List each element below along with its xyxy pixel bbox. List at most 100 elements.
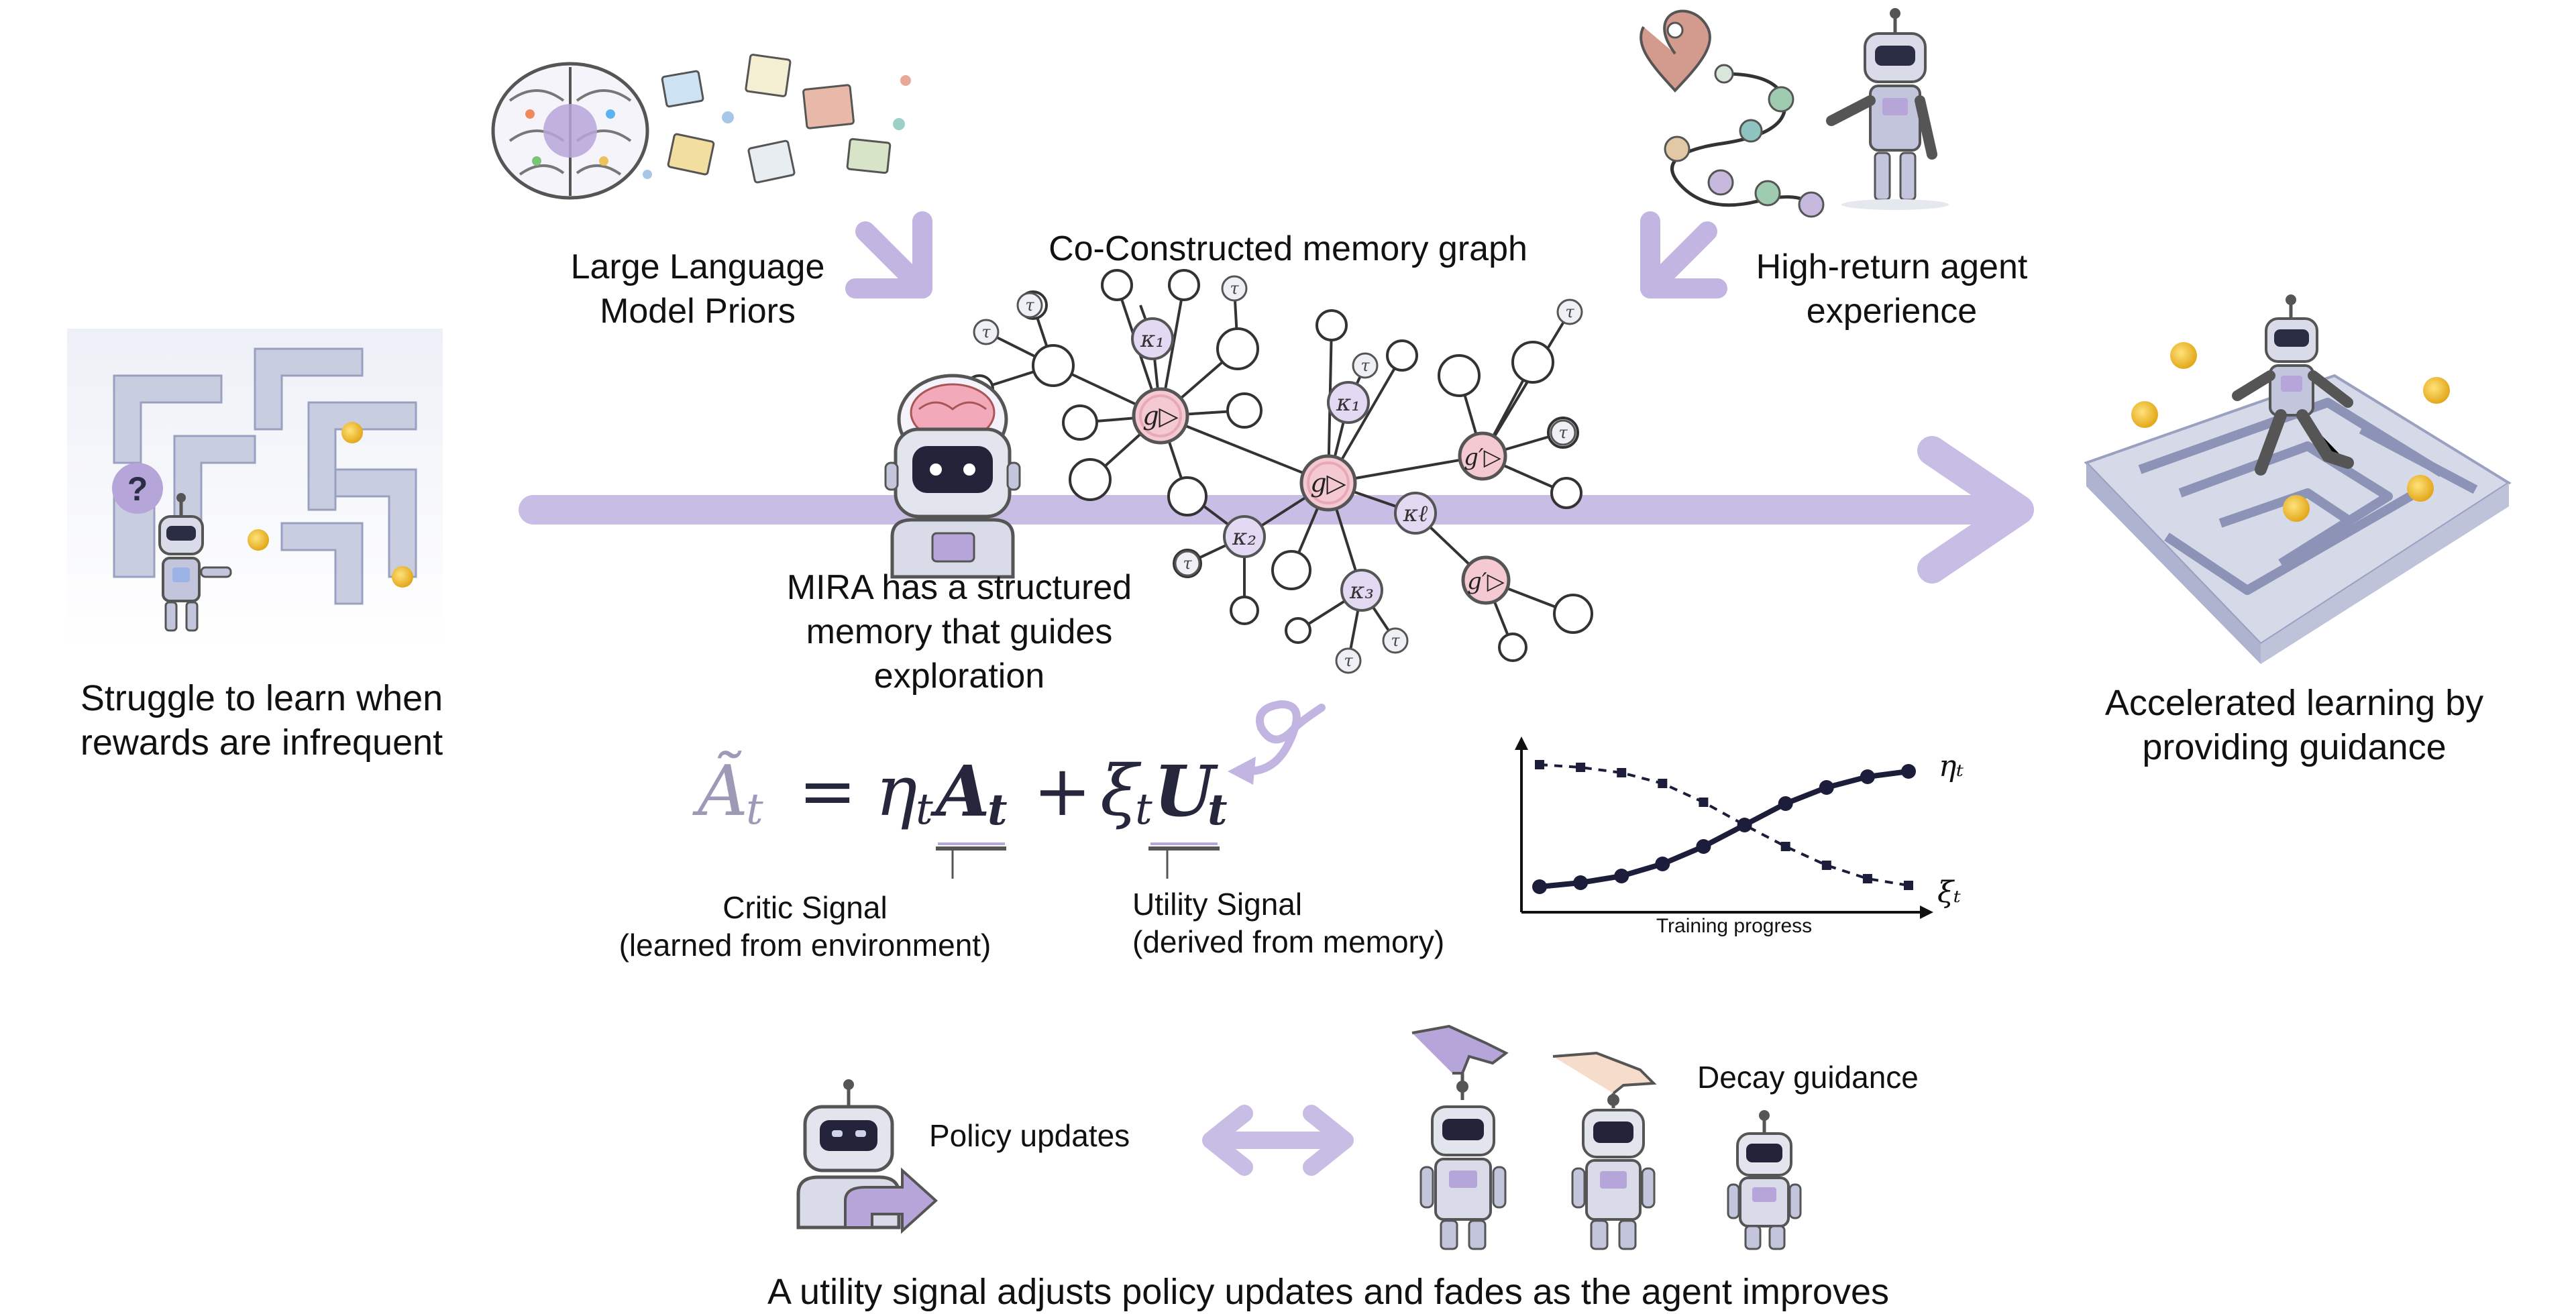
chart-legend-xi: ξₜ — [1937, 875, 1961, 910]
arrow-icon — [844, 1167, 938, 1234]
utility-line1: Utility Signal — [1132, 887, 1303, 922]
agent-experience-illustration — [1640, 8, 1949, 218]
left-maze-illustration: ? — [67, 329, 443, 651]
tau-label: τ — [1183, 554, 1192, 573]
llm-to-graph-arrow — [845, 211, 932, 298]
mira-description: MIRA has a structured memory that guides… — [745, 565, 1174, 698]
chart-legend-eta: ηₜ — [1939, 749, 1964, 783]
series-line-eta — [1539, 769, 1909, 889]
critic-line1: Critic Signal — [722, 890, 888, 925]
policy-robot-icon — [796, 1079, 938, 1234]
tau-label: τ — [1565, 303, 1574, 321]
data-point-eta — [1573, 875, 1589, 890]
coin-icon — [2170, 342, 2197, 369]
critic-line2: (learned from environment) — [619, 928, 991, 963]
mira-robot-icon — [884, 374, 1021, 579]
tau-label: τ — [1391, 631, 1400, 650]
data-point-xi — [1739, 820, 1750, 830]
llm-priors-illustration — [491, 54, 911, 200]
g-hub-label: g▷ — [1142, 401, 1179, 431]
coin-icon — [248, 529, 269, 551]
schedule-chart: Training progress ηₜ ξₜ — [1515, 736, 1964, 937]
llm-priors-label: Large Language Model Priors — [523, 245, 872, 333]
coin-icon — [2131, 401, 2158, 428]
kappa3-label: κ₃ — [1349, 578, 1374, 604]
chart-xlabel: Training progress — [1656, 915, 1812, 937]
kappa-l-label: κℓ — [1403, 500, 1428, 527]
graph-title: Co-Constructed memory graph — [1049, 229, 1527, 268]
data-point-eta — [1778, 796, 1793, 811]
data-point-xi — [1904, 881, 1913, 890]
question-mark: ? — [127, 470, 148, 508]
coin-icon — [341, 422, 363, 443]
data-point-eta — [1901, 764, 1916, 779]
left-caption: Struggle to learn when rewards are infre… — [54, 676, 470, 765]
map-pin-icon — [1640, 9, 1711, 93]
main-progress-arrow — [519, 436, 2034, 584]
critic-signal-label: Critic Signal (learned from environment) — [590, 889, 1020, 964]
coin-icon — [2283, 495, 2310, 522]
data-point-eta — [1532, 879, 1547, 894]
data-point-xi — [1780, 842, 1790, 851]
eq-lhs: Ã — [698, 750, 749, 832]
left-caption-line2: rewards are infrequent — [80, 722, 443, 763]
utility-signal-label: Utility Signal (derived from memory) — [1100, 885, 1529, 961]
right-caption: Accelerated learning by providing guidan… — [2066, 681, 2522, 769]
g-prime-label: g′▷ — [1464, 444, 1501, 471]
eq-equals: = — [798, 750, 857, 832]
coin-icon — [2423, 377, 2450, 404]
eq-a-sub: t — [987, 785, 1008, 835]
data-point-eta — [1819, 780, 1834, 795]
independent-robot — [1727, 1110, 1802, 1250]
eq-lhs-sub: t — [746, 785, 763, 834]
experience-line2: experience — [1806, 292, 1978, 331]
g-prime-label: g′▷ — [1467, 568, 1505, 595]
eq-xi: ξ — [1100, 750, 1139, 832]
policy-updates-label: Policy updates — [929, 1118, 1130, 1153]
llm-priors-line2: Model Priors — [600, 292, 796, 331]
hand-icon — [1411, 1024, 1509, 1075]
kappa1-label: κ₁ — [1336, 390, 1360, 417]
data-point-eta — [1696, 839, 1711, 854]
tau-label: τ — [1230, 279, 1239, 298]
graph-to-equation-arrow — [1228, 700, 1326, 785]
experience-label: High-return agent experience — [1717, 245, 2066, 333]
data-point-eta — [1860, 769, 1875, 784]
eq-a: A — [936, 750, 990, 832]
hand-icon — [1552, 1051, 1657, 1095]
eq-eta: η — [875, 750, 918, 832]
brain-icon — [491, 62, 649, 200]
tau-label: τ — [1558, 423, 1568, 442]
document-icon — [661, 54, 892, 184]
eq-xi-sub: t — [1135, 785, 1152, 834]
kappa1-label: κ₁ — [1140, 326, 1165, 353]
series-line-xi — [1539, 763, 1909, 887]
llm-priors-line1: Large Language — [570, 248, 825, 286]
tau-label: τ — [981, 323, 991, 341]
g-hub-label: g▷ — [1310, 468, 1346, 498]
left-caption-line1: Struggle to learn when — [80, 678, 443, 718]
mira-line2: memory that guides — [806, 612, 1113, 651]
bottom-caption: A utility signal adjusts policy updates … — [767, 1272, 1889, 1312]
eq-u: U — [1154, 750, 1215, 832]
equation-brackets — [936, 842, 1220, 879]
guided-robot-1 — [1411, 1024, 1509, 1250]
decay-guidance-label: Decay guidance — [1697, 1060, 1919, 1095]
utility-line2: (derived from memory) — [1132, 924, 1445, 959]
experience-to-graph-arrow — [1640, 211, 1727, 298]
data-point-eta — [1655, 857, 1670, 871]
eq-eta-sub: t — [916, 785, 933, 834]
tau-nodes: τ τ τ τ τ τ τ τ τ — [973, 275, 1583, 674]
tau-label: τ — [1025, 296, 1034, 315]
running-robot-icon — [2232, 294, 2354, 476]
advantage-equation: Ã t = η t A t + ξ t U t — [698, 750, 1301, 851]
kappa2-label: κ₂ — [1232, 524, 1256, 551]
eq-u-sub: t — [1208, 785, 1228, 835]
data-point-xi — [1535, 760, 1544, 769]
data-point-xi — [1821, 861, 1831, 870]
right-caption-line1: Accelerated learning by — [2104, 683, 2484, 723]
memory-graph: τ τ τ τ τ τ τ τ τ κ₁ κ₁ κ₂ κ₃ κℓ — [965, 269, 1593, 674]
tau-label: τ — [1360, 356, 1370, 375]
